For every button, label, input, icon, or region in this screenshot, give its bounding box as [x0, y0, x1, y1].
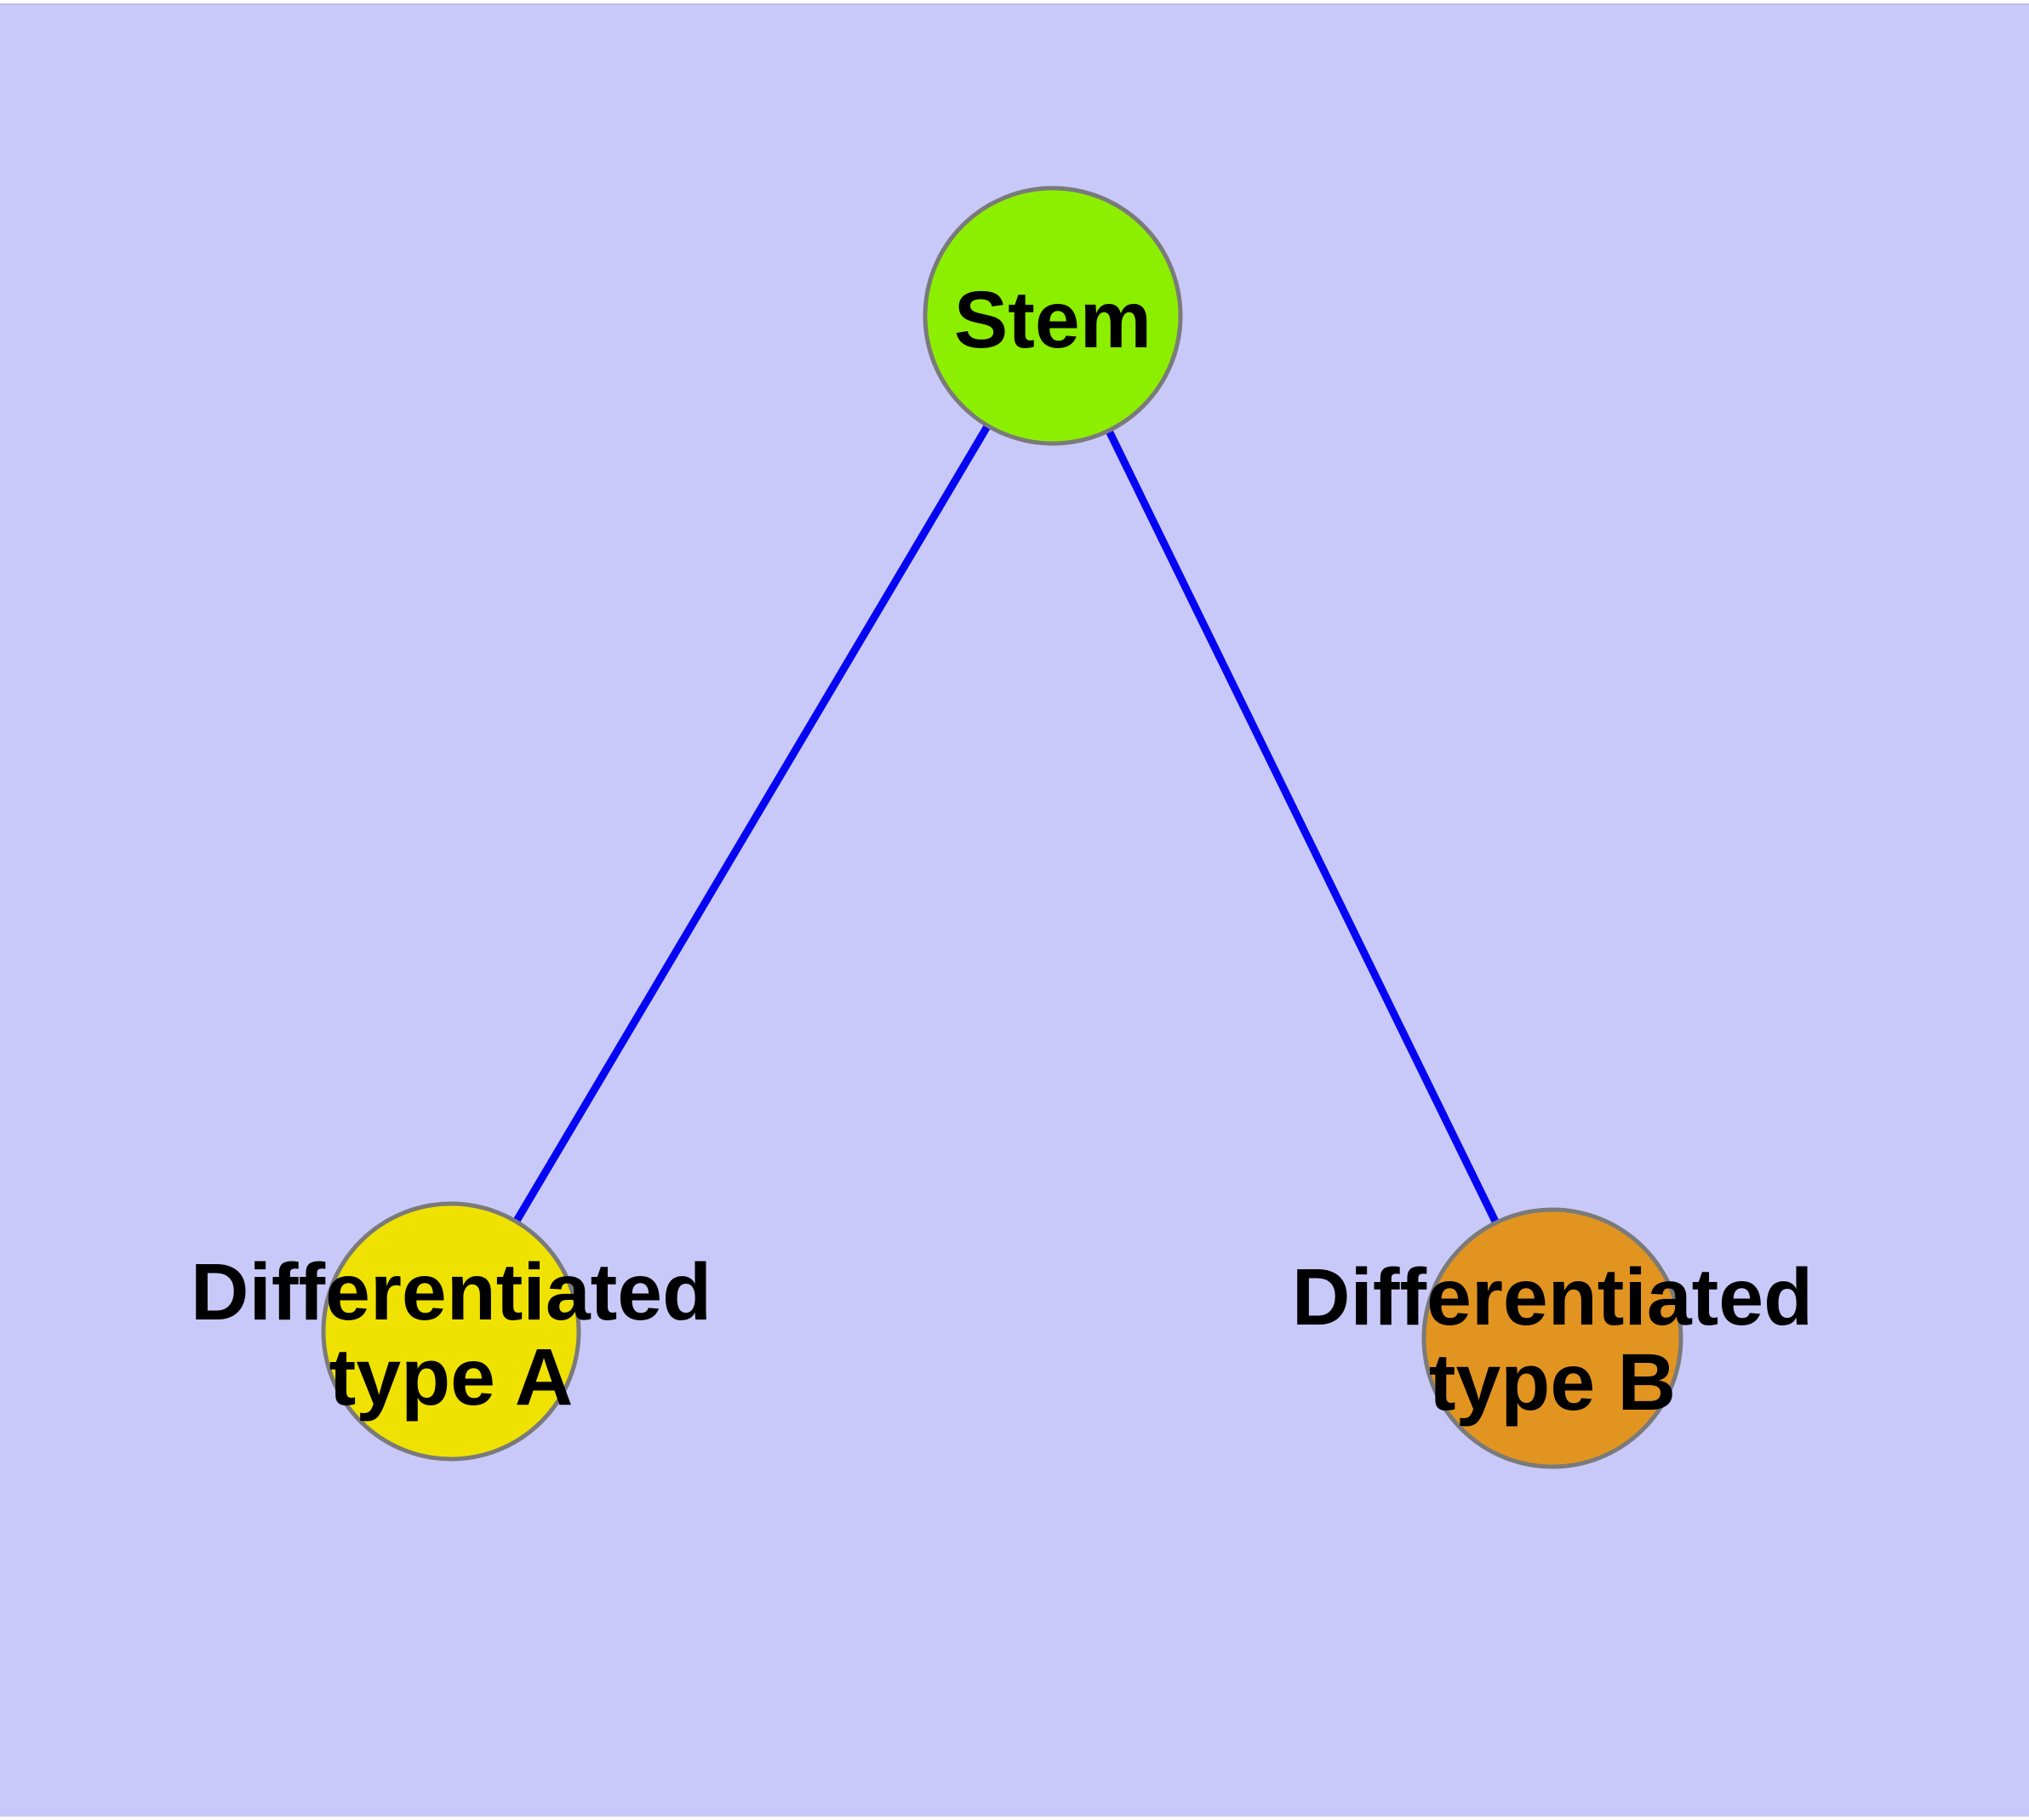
edge-stem-to-typeA: [448, 313, 1056, 1334]
node-differentiated-type-a: [321, 1201, 581, 1462]
node-typeA-label-line1: Differentiated: [191, 1247, 712, 1337]
top-separator-line: [0, 3, 2029, 5]
node-differentiated-type-b: [1421, 1207, 1683, 1469]
node-typeB-label-line2: type B: [1429, 1337, 1676, 1428]
node-stem: [923, 186, 1183, 446]
node-typeB-label-line1: Differentiated: [1292, 1252, 1813, 1342]
node-typeA-label-line2: type A: [329, 1332, 574, 1422]
node-stem-label: Stem: [954, 275, 1152, 365]
edge-stem-to-typeB: [1049, 314, 1557, 1340]
